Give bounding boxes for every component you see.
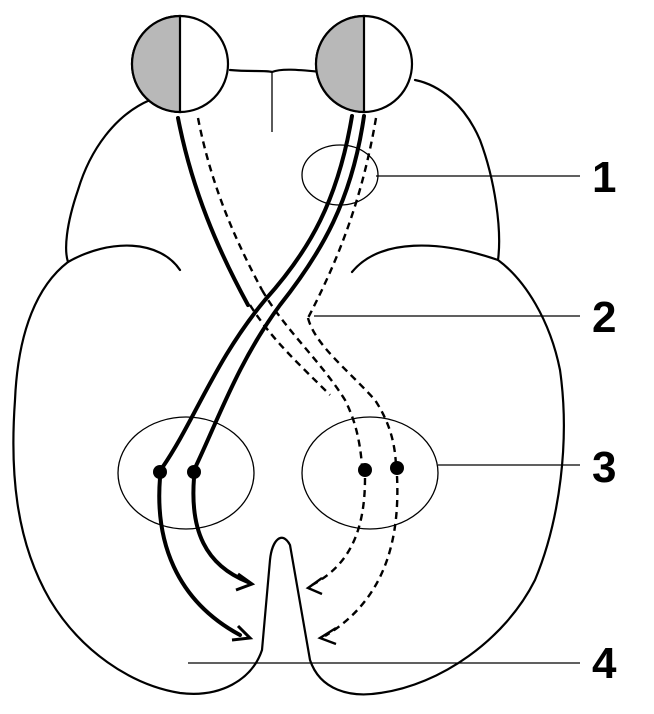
- solid-left-pathway: [178, 118, 262, 305]
- right-efferent-pathways: [308, 476, 397, 644]
- left-efferent-pathways: [159, 478, 252, 640]
- left-tectum-ellipse: [118, 417, 254, 529]
- right-forebrain-curve: [352, 246, 498, 272]
- synapse-dots: [153, 461, 404, 479]
- brain-outline: [13, 80, 563, 694]
- midline-notch: [230, 70, 322, 72]
- label-1: 1: [592, 153, 616, 202]
- label-3: 3: [592, 443, 616, 492]
- left-eye: [132, 16, 228, 112]
- label-4: 4: [592, 639, 617, 688]
- left-forebrain-curve: [68, 246, 180, 270]
- right-eye: [316, 16, 412, 112]
- label-2: 2: [592, 293, 616, 342]
